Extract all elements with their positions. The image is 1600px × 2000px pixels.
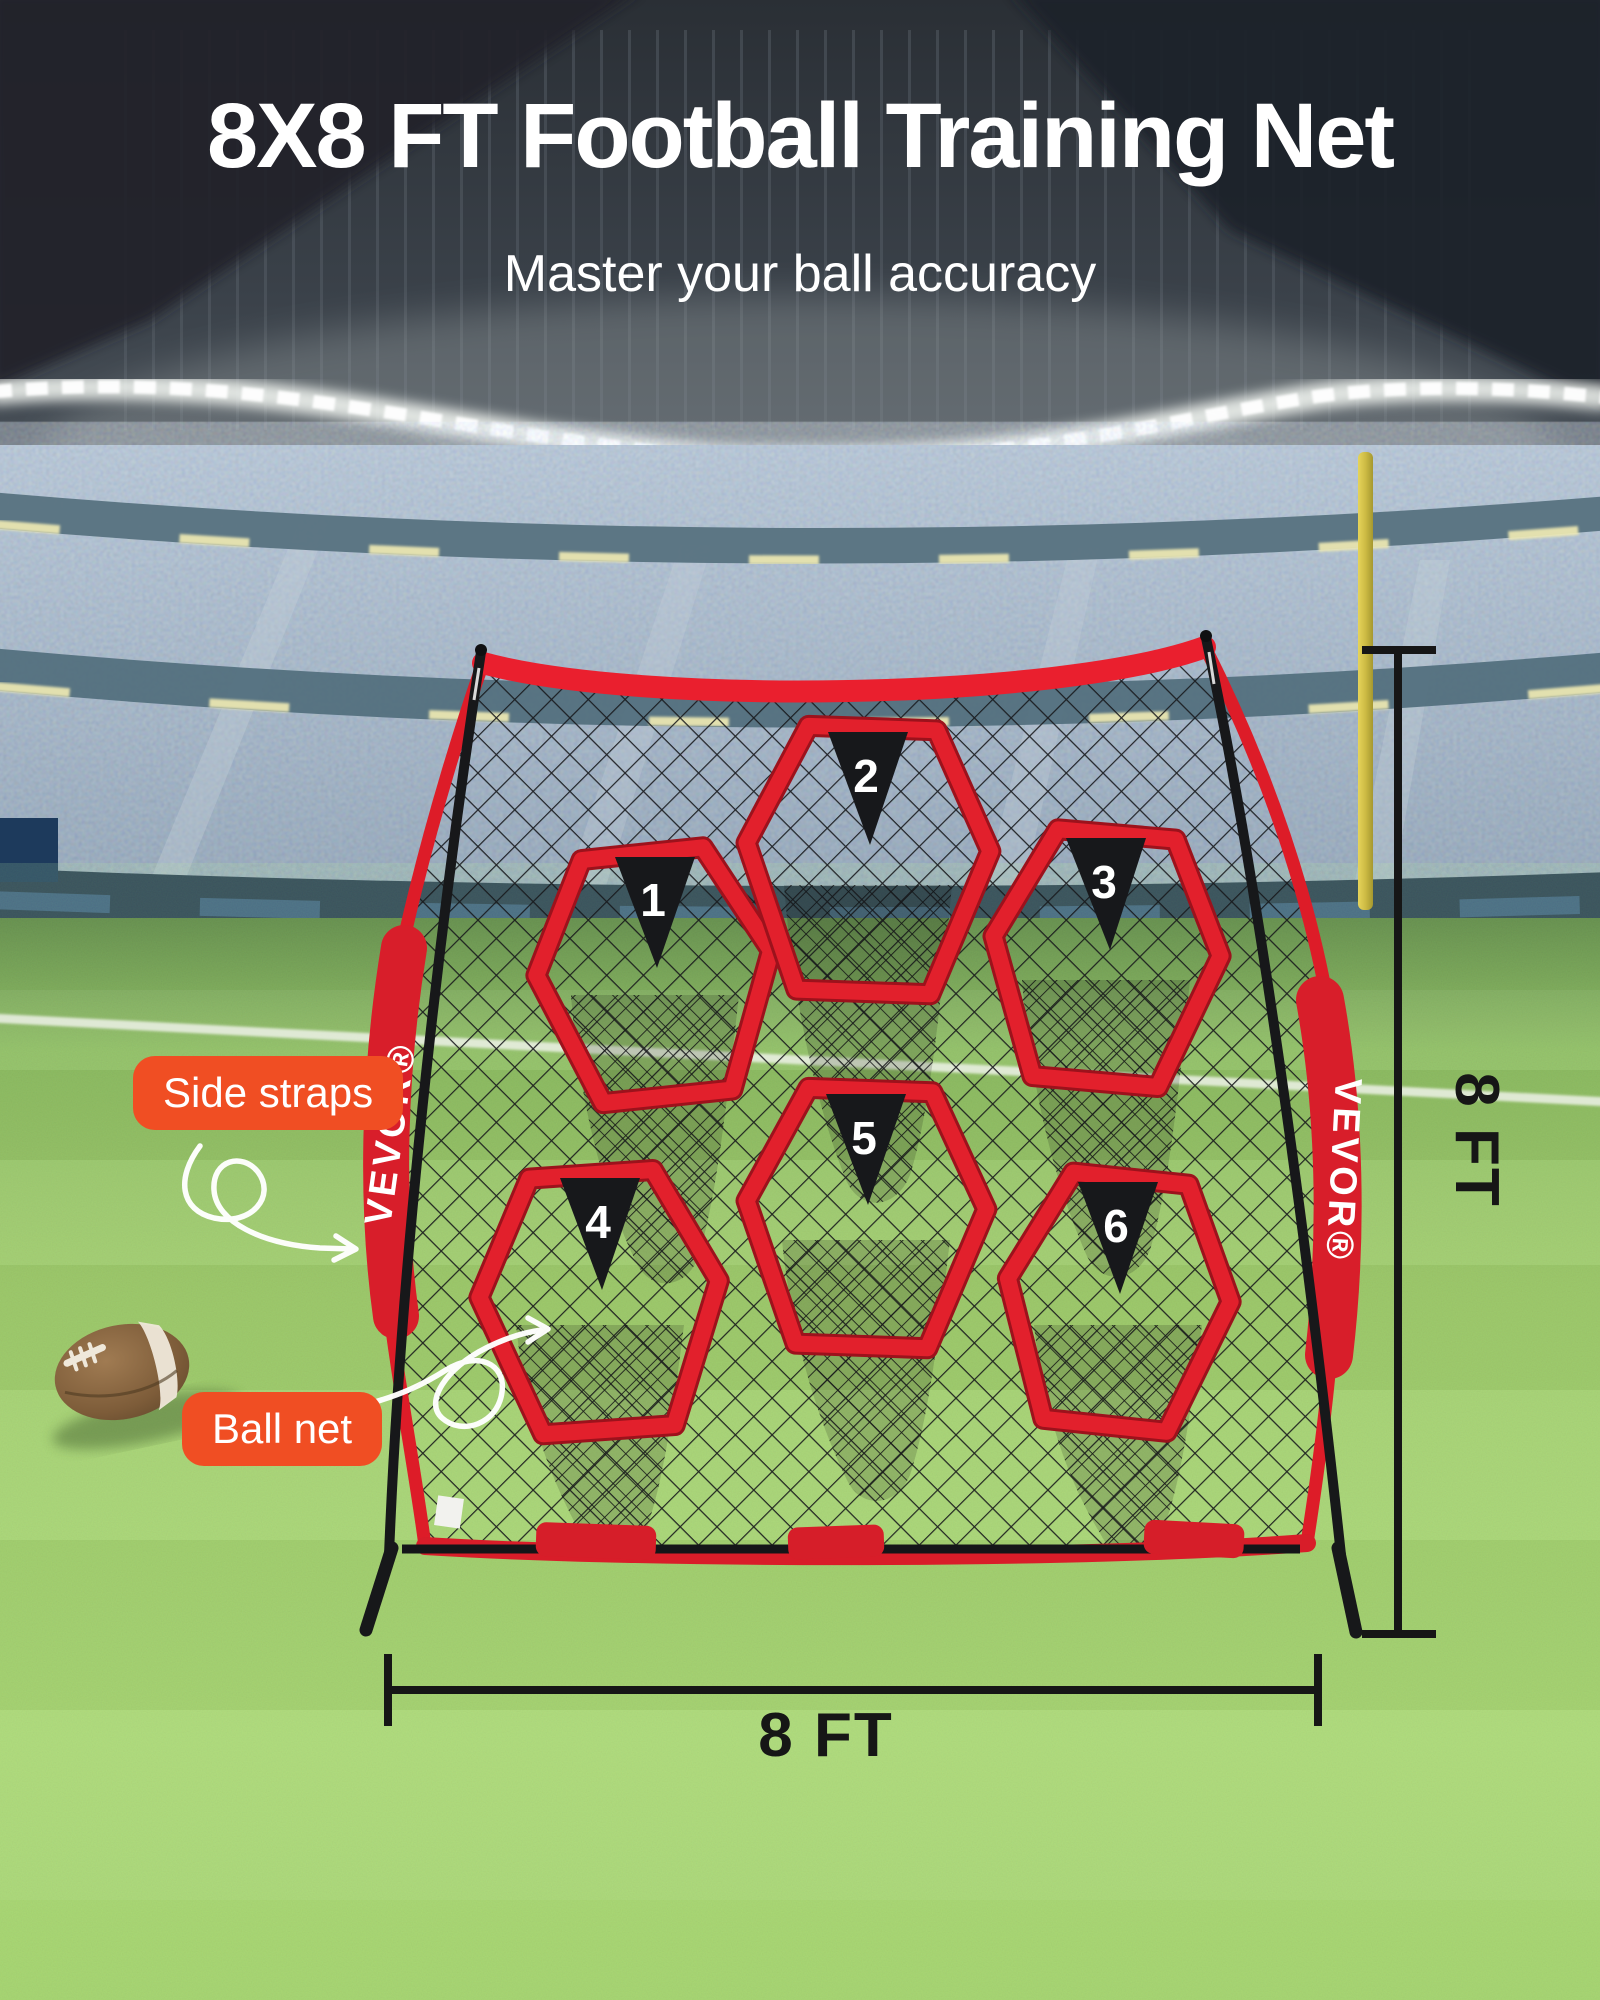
target-number-2: 2: [853, 750, 879, 802]
target-number-4: 4: [585, 1196, 611, 1248]
side-straps-arrow: [182, 1143, 355, 1252]
side-strap-right: [1296, 976, 1362, 1379]
frame-pole-left: [384, 651, 486, 1556]
target-rings: [468, 714, 1242, 1446]
height-dimension-label: 8 FT: [1442, 1072, 1511, 1207]
target-number-6: 6: [1103, 1200, 1129, 1252]
ball-net-arrow: [357, 1327, 545, 1430]
target-number-1: 1: [640, 874, 666, 926]
target-pennants: [560, 732, 1158, 1294]
scoreboard-box: [0, 818, 58, 882]
side-strap-left: [363, 925, 427, 1339]
width-dimension-label: 8 FT: [758, 1701, 893, 1770]
callout-arrows: [182, 1143, 551, 1430]
goalpost: [1358, 452, 1373, 910]
frame-foot-right: [1331, 1541, 1363, 1639]
frame-foot-left: [359, 1541, 399, 1637]
training-net: [359, 630, 1363, 1639]
net-tag: [434, 1495, 464, 1529]
brand-logo-right: VEVOR®: [1317, 1077, 1369, 1264]
target-number-3: 3: [1091, 856, 1117, 908]
dimension-lines: [384, 646, 1436, 1726]
target-number-5: 5: [851, 1112, 877, 1164]
frame-pole-right: [1201, 636, 1346, 1556]
